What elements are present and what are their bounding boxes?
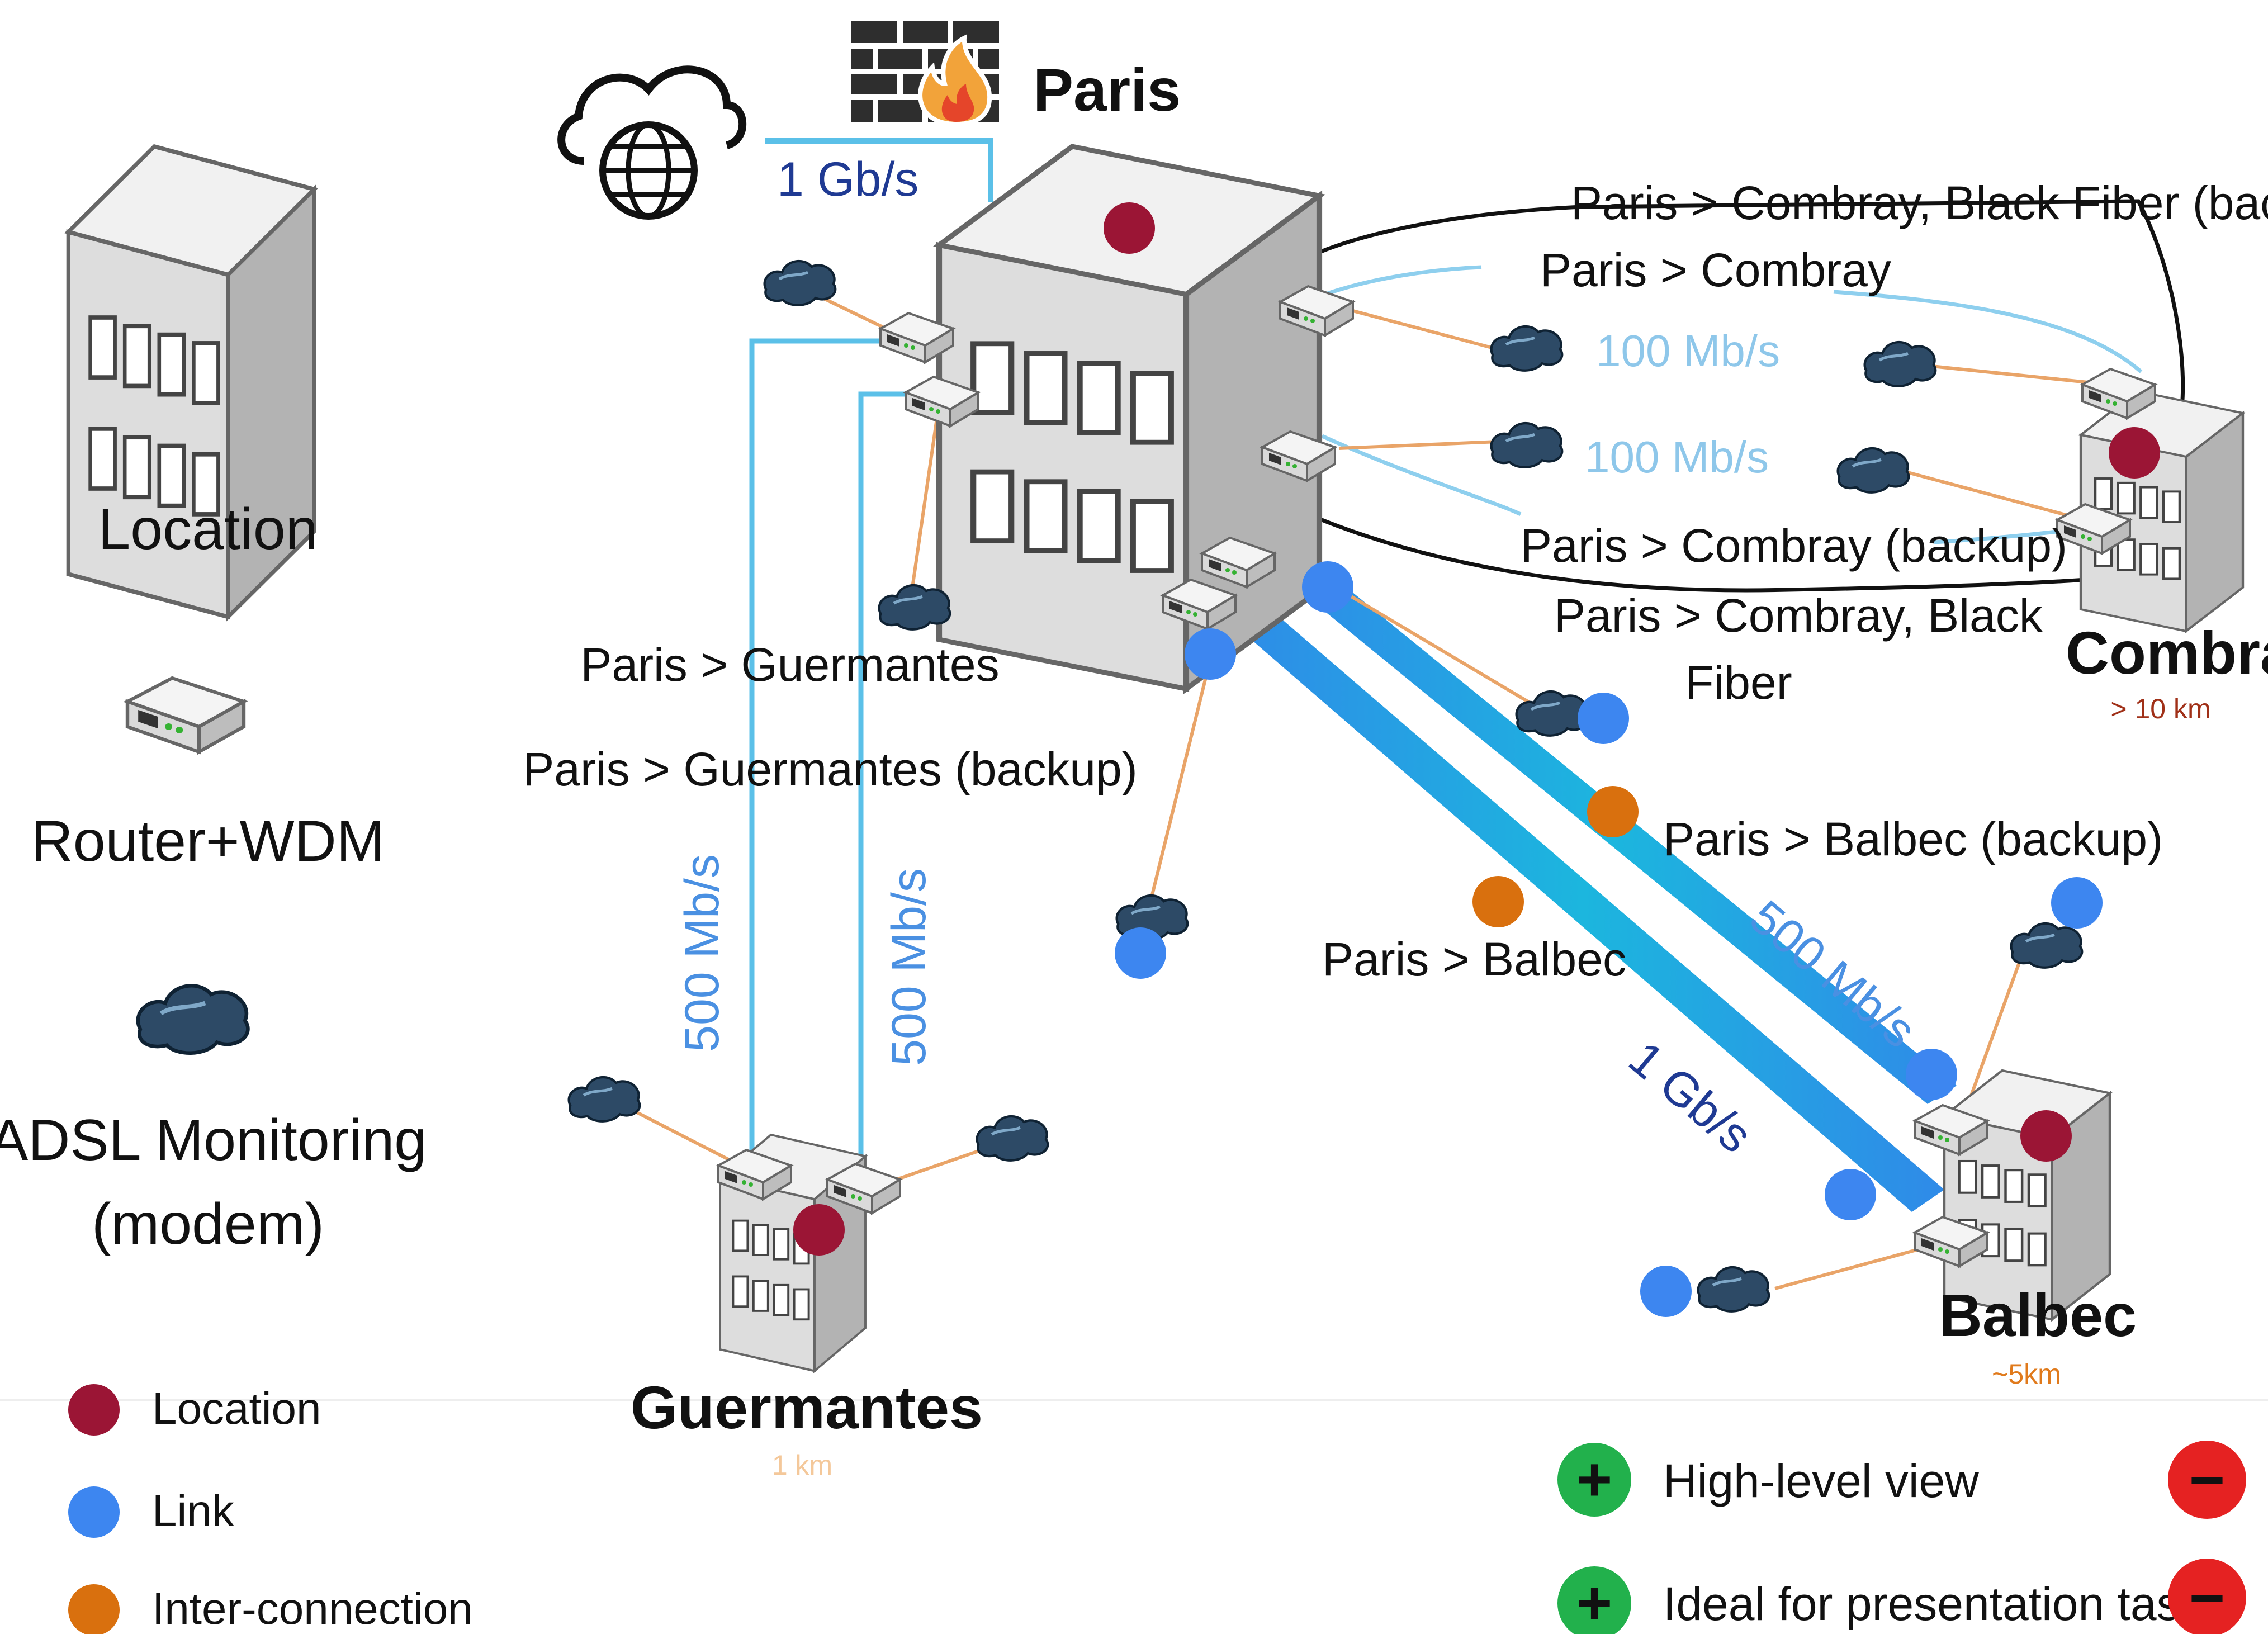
modem-connections: [619, 292, 2094, 1290]
plus-icon: [1557, 1443, 1631, 1517]
location-marker: [2020, 1110, 2072, 1162]
minus-icon: [2168, 1441, 2246, 1519]
link-label-combray-black-fiber-backup: Paris > Combray, Black Fiber (backup): [1571, 177, 2268, 229]
site-label-guermantes: Guermantes: [631, 1373, 983, 1441]
plus-sign: +: [1576, 1569, 1612, 1634]
link-label-combray: Paris > Combray: [1540, 244, 1891, 296]
site-label-combray: Combray: [2066, 619, 2268, 686]
adsl-modem-icon: [1865, 342, 1936, 386]
minus-sign: −: [2189, 1564, 2225, 1632]
adsl-modem-icon: [879, 585, 950, 629]
link-label-combray-black-fiber-2: Fiber: [1685, 656, 1792, 709]
balbec-bars: [1221, 548, 1957, 1212]
link-marker: [1825, 1169, 1876, 1220]
location-markers: [793, 202, 2160, 1256]
site-distance-balbec: ~5km: [1992, 1358, 2061, 1390]
link-marker: [1302, 561, 1353, 613]
minus-icon: [2168, 1559, 2246, 1634]
internet-rate: 1 Gb/s: [777, 153, 918, 206]
minus-sign: −: [2189, 1446, 2225, 1514]
adsl-modem-icon: [138, 986, 248, 1053]
link-label-balbec: Paris > Balbec: [1322, 933, 1626, 986]
link-rate-balbec-backup: 500 Mb/s: [1740, 890, 1926, 1058]
link-label-combray-black-fiber-1: Paris > Combray, Black: [1554, 589, 2043, 642]
dot-legend-location-label: Location: [152, 1384, 321, 1433]
legend-label-adsl: ADSL Monitoring: [0, 1108, 427, 1173]
interconnection-marker: [1587, 786, 1639, 837]
adsl-modem-icon: [1492, 326, 1562, 371]
interconnection-marker: [1472, 876, 1524, 927]
location-marker: [1104, 202, 1155, 254]
link-label-guermantes: Paris > Guermantes: [580, 638, 999, 691]
dot-legend-link-marker: [68, 1486, 120, 1538]
link-label-guermantes-backup: Paris > Guermantes (backup): [523, 743, 1137, 795]
link-marker: [1640, 1266, 1692, 1317]
combray-lines: [1293, 199, 2185, 593]
link-rate-combray-1: 100 Mb/s: [1596, 326, 1780, 376]
site-label-balbec: Balbec: [1939, 1281, 2137, 1349]
link-rate-guermantes-2: 500 Mb/s: [882, 868, 936, 1066]
firewall-icon: [851, 21, 999, 127]
pros-list: + High-level view + Ideal for presentati…: [1557, 1443, 2227, 1634]
dot-legend: Location Link Inter-connection: [68, 1384, 473, 1634]
link-marker: [1906, 1049, 1957, 1100]
adsl-modem-icon: [977, 1116, 1048, 1161]
site-distance-combray: > 10 km: [2110, 693, 2210, 724]
cons-list: − −: [2168, 1441, 2246, 1634]
legend-modem: ADSL Monitoring (modem): [0, 986, 427, 1257]
link-marker: [2051, 877, 2103, 929]
location-marker: [2109, 427, 2160, 479]
legend-label-location: Location: [98, 497, 318, 562]
link-rate-guermantes-1: 500 Mb/s: [675, 854, 729, 1052]
dot-legend-location-marker: [68, 1384, 120, 1436]
internet-cloud-icon: [557, 65, 747, 220]
plus-icon: [1557, 1566, 1631, 1634]
link-markers: [1115, 561, 2103, 1317]
interconnection-markers: [1472, 786, 1639, 927]
link-marker: [1115, 927, 1166, 979]
legend-label-router-wdm: Router+WDM: [31, 809, 385, 874]
legend-label-modem: (modem): [92, 1192, 324, 1257]
plus-sign: +: [1576, 1445, 1612, 1514]
pro-label-presentation: Ideal for presentation tasks: [1663, 1578, 2227, 1630]
link-marker: [1185, 628, 1236, 680]
legend-router: Router+WDM: [31, 678, 385, 874]
link-label-combray-backup: Paris > Combray (backup): [1521, 519, 2067, 572]
dot-legend-link-label: Link: [152, 1486, 235, 1536]
legend-building: Location: [68, 146, 318, 617]
pro-label-high-level-view: High-level view: [1663, 1455, 1979, 1507]
internet-uplink: [765, 138, 993, 202]
dot-legend-interconnection-label: Inter-connection: [152, 1584, 473, 1633]
adsl-modem-icon: [1698, 1267, 1769, 1311]
adsl-modem-icon: [1492, 423, 1562, 467]
link-label-balbec-backup: Paris > Balbec (backup): [1663, 813, 2163, 865]
adsl-modem-icon: [569, 1077, 640, 1121]
dot-legend-interconnection-marker: [68, 1584, 120, 1634]
location-marker: [793, 1204, 845, 1256]
router-wdm-icon: [127, 678, 244, 752]
site-distance-guermantes: 1 km: [772, 1450, 832, 1481]
adsl-modem-icon: [1517, 692, 1588, 736]
adsl-modem-icon: [765, 261, 836, 305]
link-rate-combray-2: 100 Mb/s: [1585, 432, 1769, 482]
adsl-modem-icon: [1838, 448, 1909, 492]
site-label-paris: Paris: [1033, 56, 1181, 124]
adsl-modem-icon: [2011, 923, 2082, 968]
link-marker: [1578, 693, 1629, 744]
